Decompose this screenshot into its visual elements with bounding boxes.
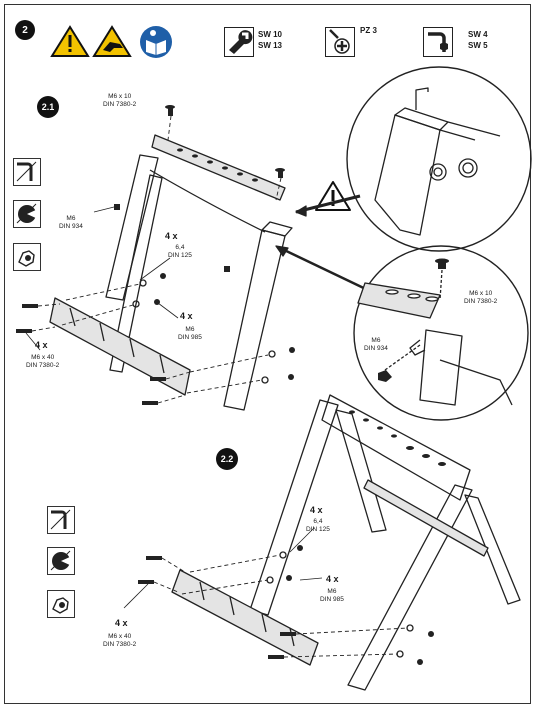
wrench-icon — [229, 30, 253, 54]
detail-bolt-size: M6 x 10 — [469, 290, 493, 297]
caution-triangle-icon — [315, 181, 351, 211]
page-frame — [4, 4, 531, 704]
screwdriver-size: PZ 3 — [360, 26, 377, 35]
side-hex-key-panel-bottom — [47, 506, 75, 534]
b-washer-size: 6,4 — [313, 518, 323, 525]
leader-lines — [25, 206, 323, 609]
hand-tighten-icon — [52, 597, 69, 614]
label-washer: 6,4 DIN 125 — [168, 244, 192, 259]
hex-key-icon — [50, 509, 71, 530]
tool-screwdriver — [325, 27, 355, 57]
b-locknut-standard: DIN 985 — [320, 595, 344, 603]
label-b-locknut: M6 DIN 985 — [320, 588, 344, 603]
washer-qty: 4 x — [165, 231, 178, 241]
assembly-guides-2-2 — [153, 554, 409, 658]
tool-wrench-sizes: SW 10 SW 13 — [258, 29, 282, 51]
washer-size: 6,4 — [175, 244, 185, 251]
wrench-size-2: SW 13 — [258, 41, 283, 50]
b-washer-standard: DIN 125 — [306, 525, 330, 533]
label-b-screw: M6 x 40 DIN 7380-2 — [103, 633, 136, 648]
locknut-qty: 4 x — [180, 311, 193, 321]
b-screw-standard: DIN 7380-2 — [103, 640, 137, 648]
detail-nut-standard: DIN 934 — [364, 344, 388, 352]
tool-hex-key — [423, 27, 453, 57]
substep-2-2: 2.2 — [216, 448, 238, 470]
b-screw-size: M6 x 40 — [108, 633, 132, 640]
label-detail-nut: M6 DIN 934 — [364, 337, 388, 352]
b-screw-qty: 4 x — [115, 618, 128, 628]
label-detail-bolt: M6 x 10 DIN 7380-2 — [464, 290, 497, 305]
b-locknut-size: M6 — [327, 588, 337, 595]
hand-tighten-icon — [18, 250, 35, 267]
detail-circle-bottom — [353, 245, 529, 421]
bolt-top-size: M6 x 10 — [108, 93, 132, 100]
hex-key-size-1: SW 4 — [468, 30, 488, 39]
detail-bottom-content — [357, 258, 513, 406]
detail-nut-size: M6 — [371, 337, 381, 344]
wrench-size-1: SW 10 — [258, 30, 283, 39]
hex-key-icon — [428, 32, 448, 52]
assembly-guides-2-1 — [31, 115, 282, 404]
detail-top-content — [374, 87, 501, 236]
b-locknut-qty: 4 x — [326, 574, 339, 584]
nut-top-standard: DIN 934 — [59, 222, 83, 230]
tool-wrench — [224, 27, 254, 57]
wrench-icon — [16, 203, 38, 224]
label-screw: M6 x 40 DIN 7380-2 — [26, 354, 59, 369]
b-washer-qty: 4 x — [310, 505, 323, 515]
label-nut-top: M6 DIN 934 — [59, 215, 83, 230]
detail-circle-top — [346, 66, 532, 252]
label-bolt-top: M6 x 10 DIN 7380-2 — [103, 93, 136, 108]
hand-crush-warning-icon — [92, 25, 132, 57]
side-screwdriver-panel-top — [13, 243, 41, 271]
side-wrench-panel-bottom — [47, 547, 75, 575]
detail-bolt-standard: DIN 7380-2 — [464, 297, 498, 305]
trestle-2-2 — [171, 394, 521, 691]
side-screwdriver-panel-bottom — [47, 590, 75, 618]
locknut-standard: DIN 985 — [178, 333, 202, 341]
fasteners-2-1 — [16, 105, 295, 405]
screw-size: M6 x 40 — [31, 354, 55, 361]
substep-2-1: 2.1 — [37, 96, 59, 118]
hex-key-icon — [16, 161, 37, 182]
side-wrench-panel-top — [13, 200, 41, 228]
bolt-top-standard: DIN 7380-2 — [103, 100, 137, 108]
screwdriver-icon — [329, 29, 350, 54]
trestle-2-1 — [49, 134, 293, 411]
side-hex-key-panel-top — [13, 158, 41, 186]
warning-icon — [50, 25, 90, 57]
label-b-washer: 6,4 DIN 125 — [306, 518, 330, 533]
tool-hex-key-sizes: SW 4 SW 5 — [468, 29, 488, 51]
step-number: 2 — [15, 20, 35, 40]
screw-standard: DIN 7380-2 — [26, 361, 60, 369]
read-manual-icon — [140, 26, 172, 58]
screw-qty: 4 x — [35, 340, 48, 350]
locknut-size: M6 — [185, 326, 195, 333]
tool-screwdriver-size: PZ 3 — [360, 25, 377, 36]
hex-key-size-2: SW 5 — [468, 41, 488, 50]
nut-top-size: M6 — [66, 215, 76, 222]
wrench-icon — [50, 550, 72, 571]
label-locknut: M6 DIN 985 — [178, 326, 202, 341]
washer-standard: DIN 125 — [168, 251, 192, 259]
